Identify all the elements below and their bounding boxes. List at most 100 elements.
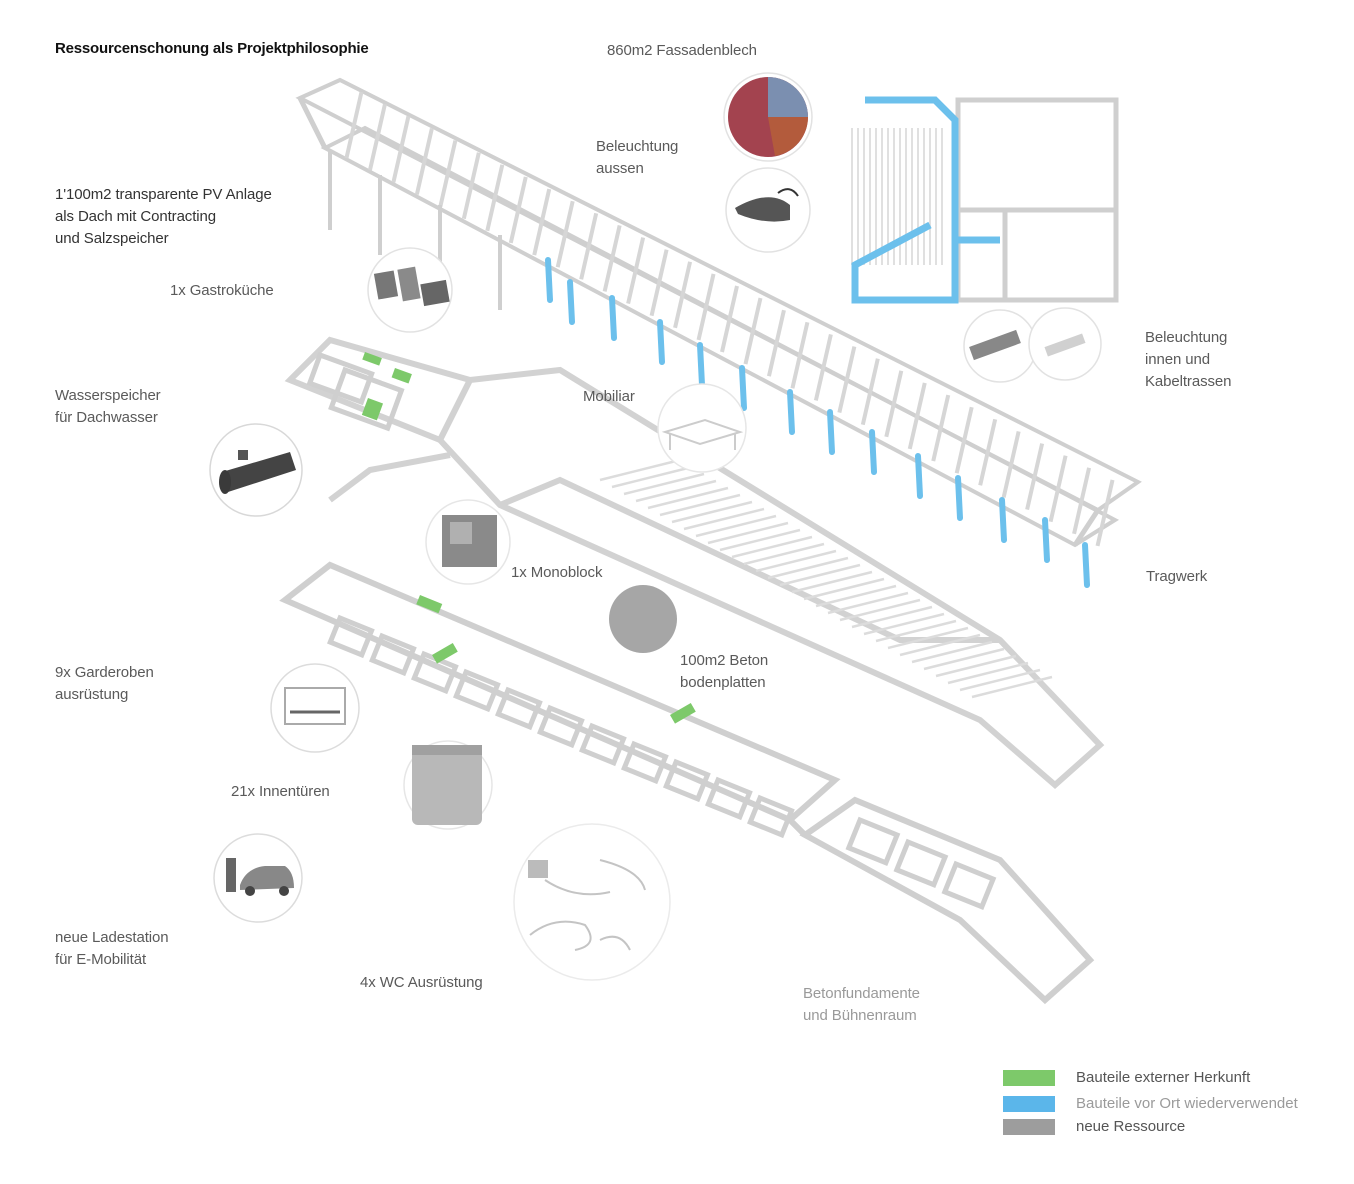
roof-slat xyxy=(1048,455,1068,523)
ground-floor-external-elements xyxy=(416,595,696,724)
icon-charging-station xyxy=(213,833,303,923)
label-betonfundament: Betonfundamente und Bühnenraum xyxy=(803,985,920,1024)
floor-hatch-line xyxy=(743,542,825,566)
ground-room xyxy=(893,838,949,889)
roof-slat xyxy=(461,152,481,220)
label-tragwerk: Tragwerk xyxy=(1146,568,1208,585)
icon-furniture xyxy=(657,383,747,473)
label-beleuchtung-innen: Beleuchtung innen und Kabeltrassen xyxy=(1145,329,1232,390)
roof-slat xyxy=(720,285,739,353)
floor-hatch-line xyxy=(683,507,765,531)
facade-section-detail xyxy=(851,96,1119,304)
roof-slat xyxy=(391,115,411,183)
roof-column xyxy=(869,429,877,475)
icon-wc-equipment xyxy=(513,823,671,981)
floor-hatch-line xyxy=(791,570,873,594)
legend-label: Bauteile externer Herkunft xyxy=(1076,1069,1251,1086)
roof-slat xyxy=(414,128,434,195)
label-beleuchtung-aussen: Beleuchtung aussen xyxy=(596,138,679,177)
label-betonbodenplatten: 100m2 Beton bodenplatten xyxy=(680,652,769,691)
roof-slat xyxy=(837,346,857,414)
ground-room xyxy=(495,686,543,731)
roof-slat xyxy=(1095,479,1115,547)
roof-slat xyxy=(649,249,669,317)
roof-column xyxy=(697,342,705,388)
roof-column xyxy=(739,365,747,411)
legend-swatch xyxy=(1003,1096,1055,1112)
legend-label: neue Ressource xyxy=(1076,1118,1186,1135)
roof-slat xyxy=(884,370,904,438)
floor-hatch-line xyxy=(635,479,717,503)
floor-hatch-line xyxy=(911,640,993,664)
pv-roof-slats xyxy=(344,91,1115,547)
label-monoblock: 1x Monoblock xyxy=(511,564,603,581)
roof-slat xyxy=(954,406,974,474)
roof-slat xyxy=(813,334,833,401)
roof-slat xyxy=(367,103,387,171)
floor-hatch-line xyxy=(779,563,861,587)
roof-slat xyxy=(1072,467,1092,535)
roof-column xyxy=(787,389,795,435)
floor-hatch-line xyxy=(659,493,741,517)
floor-hatch-line xyxy=(827,591,909,615)
label-garderoben: 9x Garderoben ausrüstung xyxy=(55,664,154,703)
floor-hatch-line xyxy=(875,619,957,643)
roof-column xyxy=(1042,517,1050,563)
ground-room xyxy=(747,794,795,839)
label-mobiliar: Mobiliar xyxy=(583,388,635,405)
roof-slat xyxy=(766,309,786,377)
floor-hatch-line xyxy=(899,633,981,657)
icon-outdoor-lighting xyxy=(725,167,811,253)
label-pv-anlage: 1'100m2 transparente PV Anlage als Dach … xyxy=(55,186,272,247)
icon-gastro-kitchen xyxy=(367,247,453,333)
roof-column xyxy=(1082,542,1090,588)
floor-hatch-line xyxy=(887,626,969,650)
floor-hatch-line xyxy=(623,472,705,496)
floor-hatch-line xyxy=(719,528,801,552)
floor-hatch-line xyxy=(731,535,813,559)
roof-slat xyxy=(1025,443,1045,510)
middle-floor-rooms xyxy=(306,351,405,432)
roof-column xyxy=(955,475,963,521)
roof-column xyxy=(567,279,575,325)
floor-hatch-line xyxy=(971,675,1053,699)
floor-hatch-line xyxy=(851,605,933,629)
floor-hatch-line xyxy=(611,465,693,489)
floor-hatch-line xyxy=(815,584,897,608)
ground-room xyxy=(621,740,669,785)
roof-column xyxy=(609,295,617,341)
floor-hatch-line xyxy=(599,458,681,482)
roof-slat xyxy=(602,224,622,292)
ground-room xyxy=(453,668,501,713)
roof-column xyxy=(999,497,1007,543)
floor-hatch-line xyxy=(707,521,789,545)
roof-slat xyxy=(626,237,646,304)
roof-slat xyxy=(508,176,528,244)
middle-floor-hatch xyxy=(599,458,1053,699)
legend-swatch xyxy=(1003,1070,1055,1086)
icon-concrete-slab xyxy=(609,585,677,653)
floor-hatch-line xyxy=(839,598,921,622)
ground-room xyxy=(579,722,627,767)
ground-room xyxy=(537,704,585,749)
icon-indoor-lighting xyxy=(963,307,1102,383)
label-wc: 4x WC Ausrüstung xyxy=(360,974,483,991)
ground-room xyxy=(941,860,997,911)
floor-hatch-line xyxy=(671,500,753,524)
floor-hatch-line xyxy=(947,661,1029,685)
roof-slat xyxy=(344,91,364,159)
roof-column xyxy=(915,453,923,499)
floor-hatch-line xyxy=(959,668,1041,692)
ground-room xyxy=(663,758,711,803)
icon-wardrobe xyxy=(270,663,360,753)
roof-slat xyxy=(907,382,927,450)
ground-room xyxy=(845,816,901,867)
floor-hatch-line xyxy=(695,514,777,538)
label-innentueren: 21x Innentüren xyxy=(231,783,330,800)
roof-slat xyxy=(931,394,951,462)
roof-slat xyxy=(673,261,693,329)
floor-hatch-line xyxy=(767,556,849,580)
ground-floor-rooms xyxy=(327,614,997,911)
roof-slat xyxy=(438,140,458,208)
